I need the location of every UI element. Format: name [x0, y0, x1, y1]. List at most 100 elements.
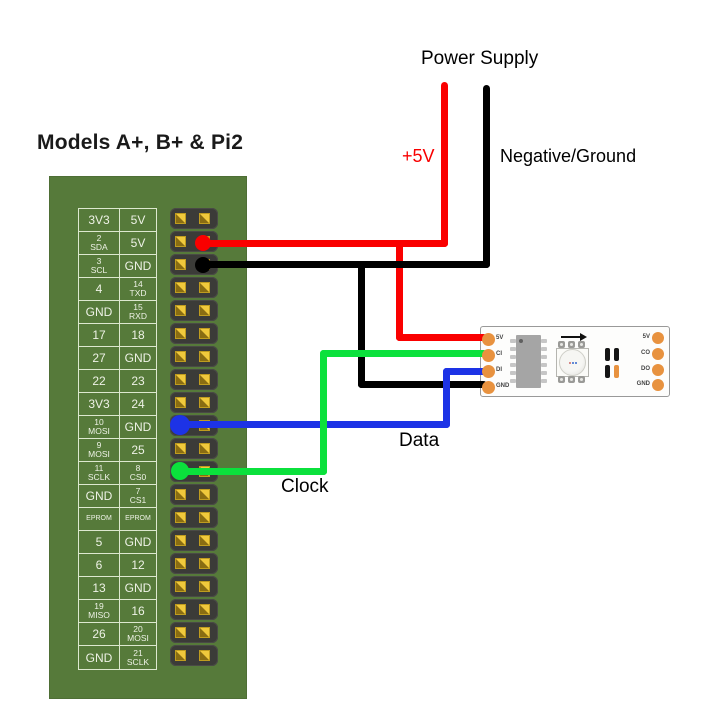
gold-pin — [175, 351, 186, 362]
gold-pin — [199, 443, 210, 454]
blue-wire-segment — [443, 368, 487, 375]
ic-pin-stub — [510, 379, 516, 383]
gpio-cell: 12 — [119, 554, 156, 576]
pin-block — [170, 507, 218, 528]
smd-component — [614, 348, 619, 361]
pin-block — [170, 277, 218, 298]
gpio-row: 5 GND — [79, 531, 156, 554]
gold-pin — [175, 328, 186, 339]
gpio-cell: EPROM — [86, 515, 112, 522]
pad-label: 5V — [642, 334, 650, 340]
ic-pin-stub — [541, 363, 547, 367]
gold-pin — [175, 236, 186, 247]
ic-pin-stub — [541, 355, 547, 359]
ic-pin-stub — [541, 379, 547, 383]
module-pad-left-ci — [482, 348, 495, 362]
ic-pin-stub — [510, 363, 516, 367]
pad-label: 5V — [496, 335, 504, 341]
gold-pin — [199, 512, 210, 523]
pad-label: CI — [496, 351, 502, 357]
gpio-cell: GND — [85, 305, 113, 319]
led-leg — [578, 341, 585, 348]
direction-arrow-head-icon — [580, 333, 587, 341]
pin-block — [170, 323, 218, 344]
red-wire-segment — [200, 240, 448, 247]
pin-block — [170, 438, 218, 459]
gold-pin — [175, 558, 186, 569]
gpio-cell: GND — [85, 650, 113, 665]
ic-pin-stub — [541, 371, 547, 375]
ic-pin1-dot — [519, 339, 523, 343]
black-wire-segment — [358, 381, 487, 388]
gold-pin — [175, 397, 186, 408]
gpio-cell: 5 — [95, 535, 103, 549]
gold-pin — [199, 374, 210, 385]
blue-wire-segment — [180, 421, 450, 428]
led-die-dot — [575, 362, 577, 364]
pin-block — [170, 645, 218, 666]
pin-block — [170, 530, 218, 551]
pad-label: GND — [636, 381, 650, 387]
pad-label: GND — [496, 383, 510, 389]
gpio-cell: GND — [119, 531, 156, 553]
module-pad-left-5v — [482, 332, 495, 346]
ic-pin-stub — [510, 371, 516, 375]
green-wire-segment — [320, 350, 487, 357]
gold-pin — [175, 374, 186, 385]
gpio-cell: 3V3 — [88, 397, 110, 411]
gpio-cell: 23 — [119, 370, 156, 392]
direction-arrow-icon — [561, 336, 581, 338]
gpio-cell: GND — [119, 577, 156, 599]
led-leg — [568, 376, 575, 383]
gpio-cell: 4 — [95, 282, 103, 296]
gold-pin — [199, 604, 210, 615]
gold-pin — [175, 581, 186, 592]
smd-component — [605, 365, 610, 378]
gold-pin — [175, 259, 186, 270]
module-pad-right-5v — [652, 332, 664, 344]
gold-pin — [199, 535, 210, 546]
module-pad-right-co — [652, 348, 664, 360]
gold-pin — [175, 512, 186, 523]
pin-block — [170, 622, 218, 643]
gpio-cell: GND — [119, 416, 156, 438]
pad-label: DO — [641, 366, 650, 372]
green-wire-segment — [180, 468, 327, 475]
pin-block — [170, 208, 218, 229]
ic-pin-stub — [510, 339, 516, 343]
gold-pin — [199, 397, 210, 408]
ic-pin-stub — [510, 355, 516, 359]
led-leg — [568, 341, 575, 348]
module-pad-left-gnd — [482, 380, 495, 394]
gold-pin — [175, 282, 186, 293]
gold-pin — [199, 627, 210, 638]
gold-pin — [175, 650, 186, 661]
gold-pin — [199, 650, 210, 661]
gold-pin — [199, 558, 210, 569]
gpio-cell: GND — [119, 347, 156, 369]
gpio-cell: GND — [119, 255, 156, 277]
green-connection-dot — [171, 462, 189, 480]
power-supply-label: Power Supply — [421, 48, 539, 69]
red-connection-dot — [195, 235, 211, 251]
led-die-dot — [572, 362, 574, 364]
gpio-cell: 27 — [92, 351, 106, 365]
red-wire-segment — [396, 334, 487, 341]
